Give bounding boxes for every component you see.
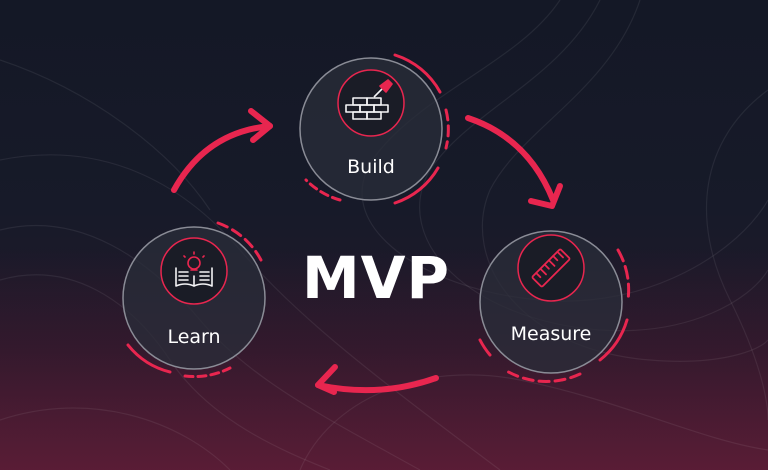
node-measure-accent-arcs — [478, 248, 631, 383]
center-title-mvp: MVP — [302, 244, 450, 312]
node-measure: Measure — [478, 230, 631, 383]
node-learn-accent-arcs — [126, 221, 264, 379]
node-label-build: Build — [347, 156, 395, 178]
cycle-arrow-learn-to-build — [171, 108, 273, 193]
cycle-arrow-measure-to-learn — [315, 364, 439, 395]
node-label-learn: Learn — [167, 326, 220, 348]
node-build-accent-arcs — [304, 53, 450, 205]
book-lightbulb-icon — [175, 251, 213, 287]
cycle-arrow-build-to-measure — [465, 115, 563, 209]
node-learn: Learn — [122, 221, 266, 379]
brick-wall-trowel-icon — [345, 79, 393, 120]
node-build: Build — [299, 53, 450, 205]
node-label-measure: Measure — [511, 323, 592, 345]
ruler-icon — [531, 248, 571, 288]
